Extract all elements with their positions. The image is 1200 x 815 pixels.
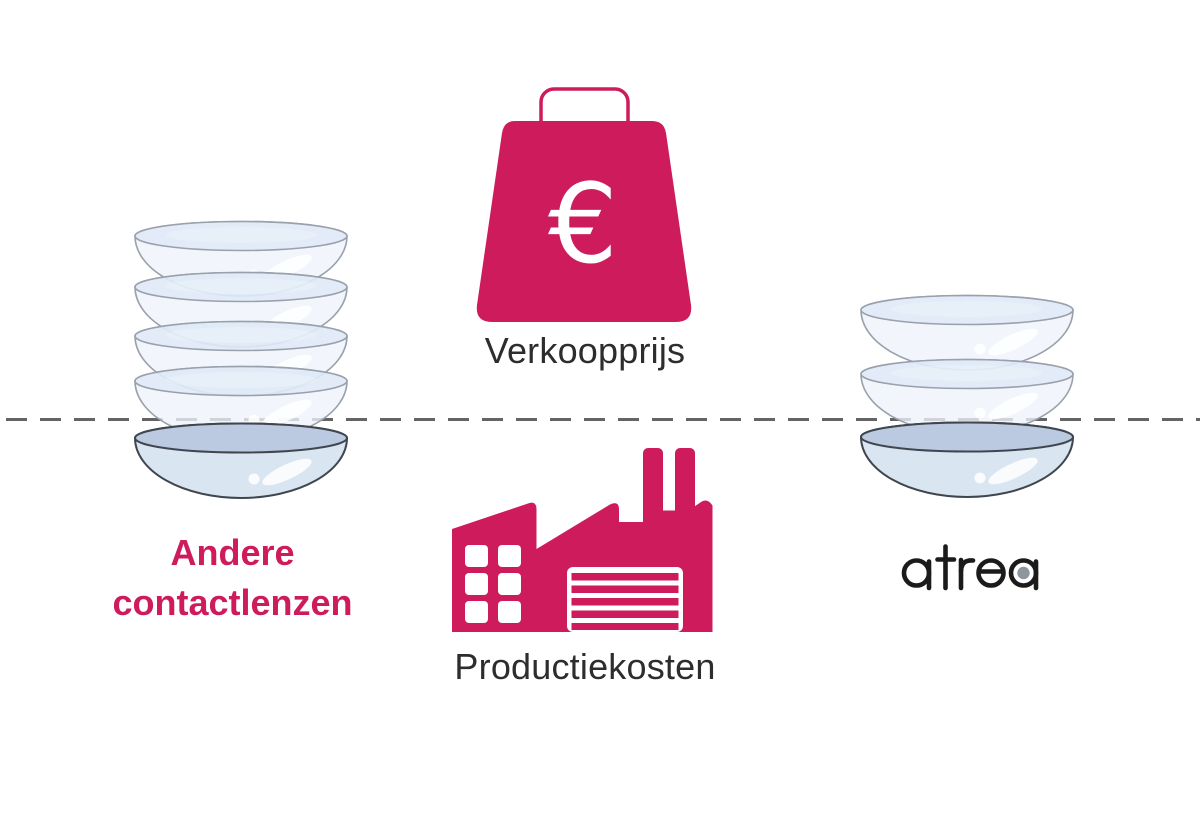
contact-lens-below-line (134, 422, 348, 499)
atrea-logo-lettering (901, 544, 1039, 591)
andere-contactlenzen-label: Andere contactlenzen (60, 528, 405, 628)
andere-label-line1: Andere (170, 532, 295, 573)
atrea-logo: atrea (897, 541, 1047, 602)
factory-windows (465, 545, 521, 623)
contact-lens-below-line (860, 421, 1074, 498)
lens-stack-right (860, 294, 1074, 498)
productiekosten-label: Productiekosten (454, 646, 716, 687)
verkoopprijs-label: Verkoopprijs (484, 330, 686, 371)
atrea-logo-dot (1017, 566, 1030, 580)
factory-door (567, 567, 683, 632)
factory-icon (452, 448, 713, 632)
lens-stack-left (134, 220, 348, 499)
euro-symbol: € (548, 160, 618, 288)
andere-label-line2: contactlenzen (112, 582, 353, 623)
atrea-brand-text: atrea (1047, 541, 1048, 542)
weight-body (476, 121, 692, 322)
euro-weight-icon: € (476, 87, 692, 322)
